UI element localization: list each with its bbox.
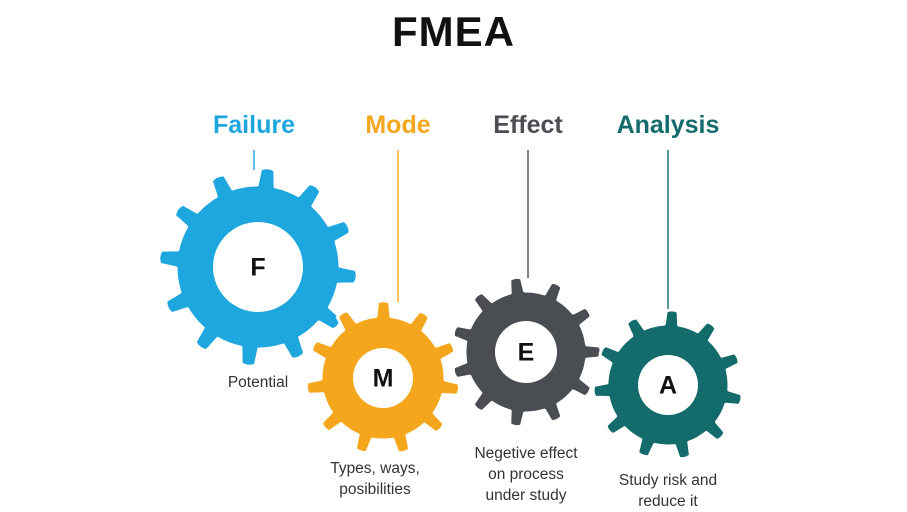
description-failure: Potential — [228, 372, 288, 393]
gear-letter-f: F — [250, 253, 266, 282]
description-line: under study — [485, 487, 567, 504]
description-line: Study risk and — [618, 472, 718, 489]
description-effect: Negetive effect on process under study — [474, 443, 577, 506]
gear-letter-a: A — [658, 371, 678, 400]
gear-icon-effect — [451, 275, 603, 429]
gear-icon-failure — [157, 166, 359, 368]
label-failure: Failure — [213, 111, 295, 139]
gear-center — [353, 348, 413, 408]
label-mode: Mode — [365, 111, 431, 139]
gear-icon-analysis — [591, 308, 744, 461]
description-line: posibilities — [339, 481, 411, 498]
description-analysis: Study risk and reduce it — [619, 470, 717, 512]
label-analysis: Analysis — [616, 111, 720, 139]
label-effect: Effect — [493, 111, 563, 139]
description-line: Negetive effect — [474, 445, 578, 462]
description-line: Types, ways, — [330, 460, 420, 477]
gear-center — [495, 321, 557, 383]
gear-center — [638, 355, 698, 415]
gear-letter-e: E — [517, 338, 535, 367]
gear-icon-mode — [304, 299, 462, 455]
description-mode: Types, ways, posibilities — [330, 458, 420, 500]
description-line: on process — [488, 466, 564, 483]
gear-letter-m: M — [372, 364, 394, 393]
description-line: reduce it — [638, 493, 698, 510]
page-title: FMEA — [392, 8, 515, 55]
gear-center — [213, 222, 303, 312]
description-line: Potential — [227, 374, 289, 391]
